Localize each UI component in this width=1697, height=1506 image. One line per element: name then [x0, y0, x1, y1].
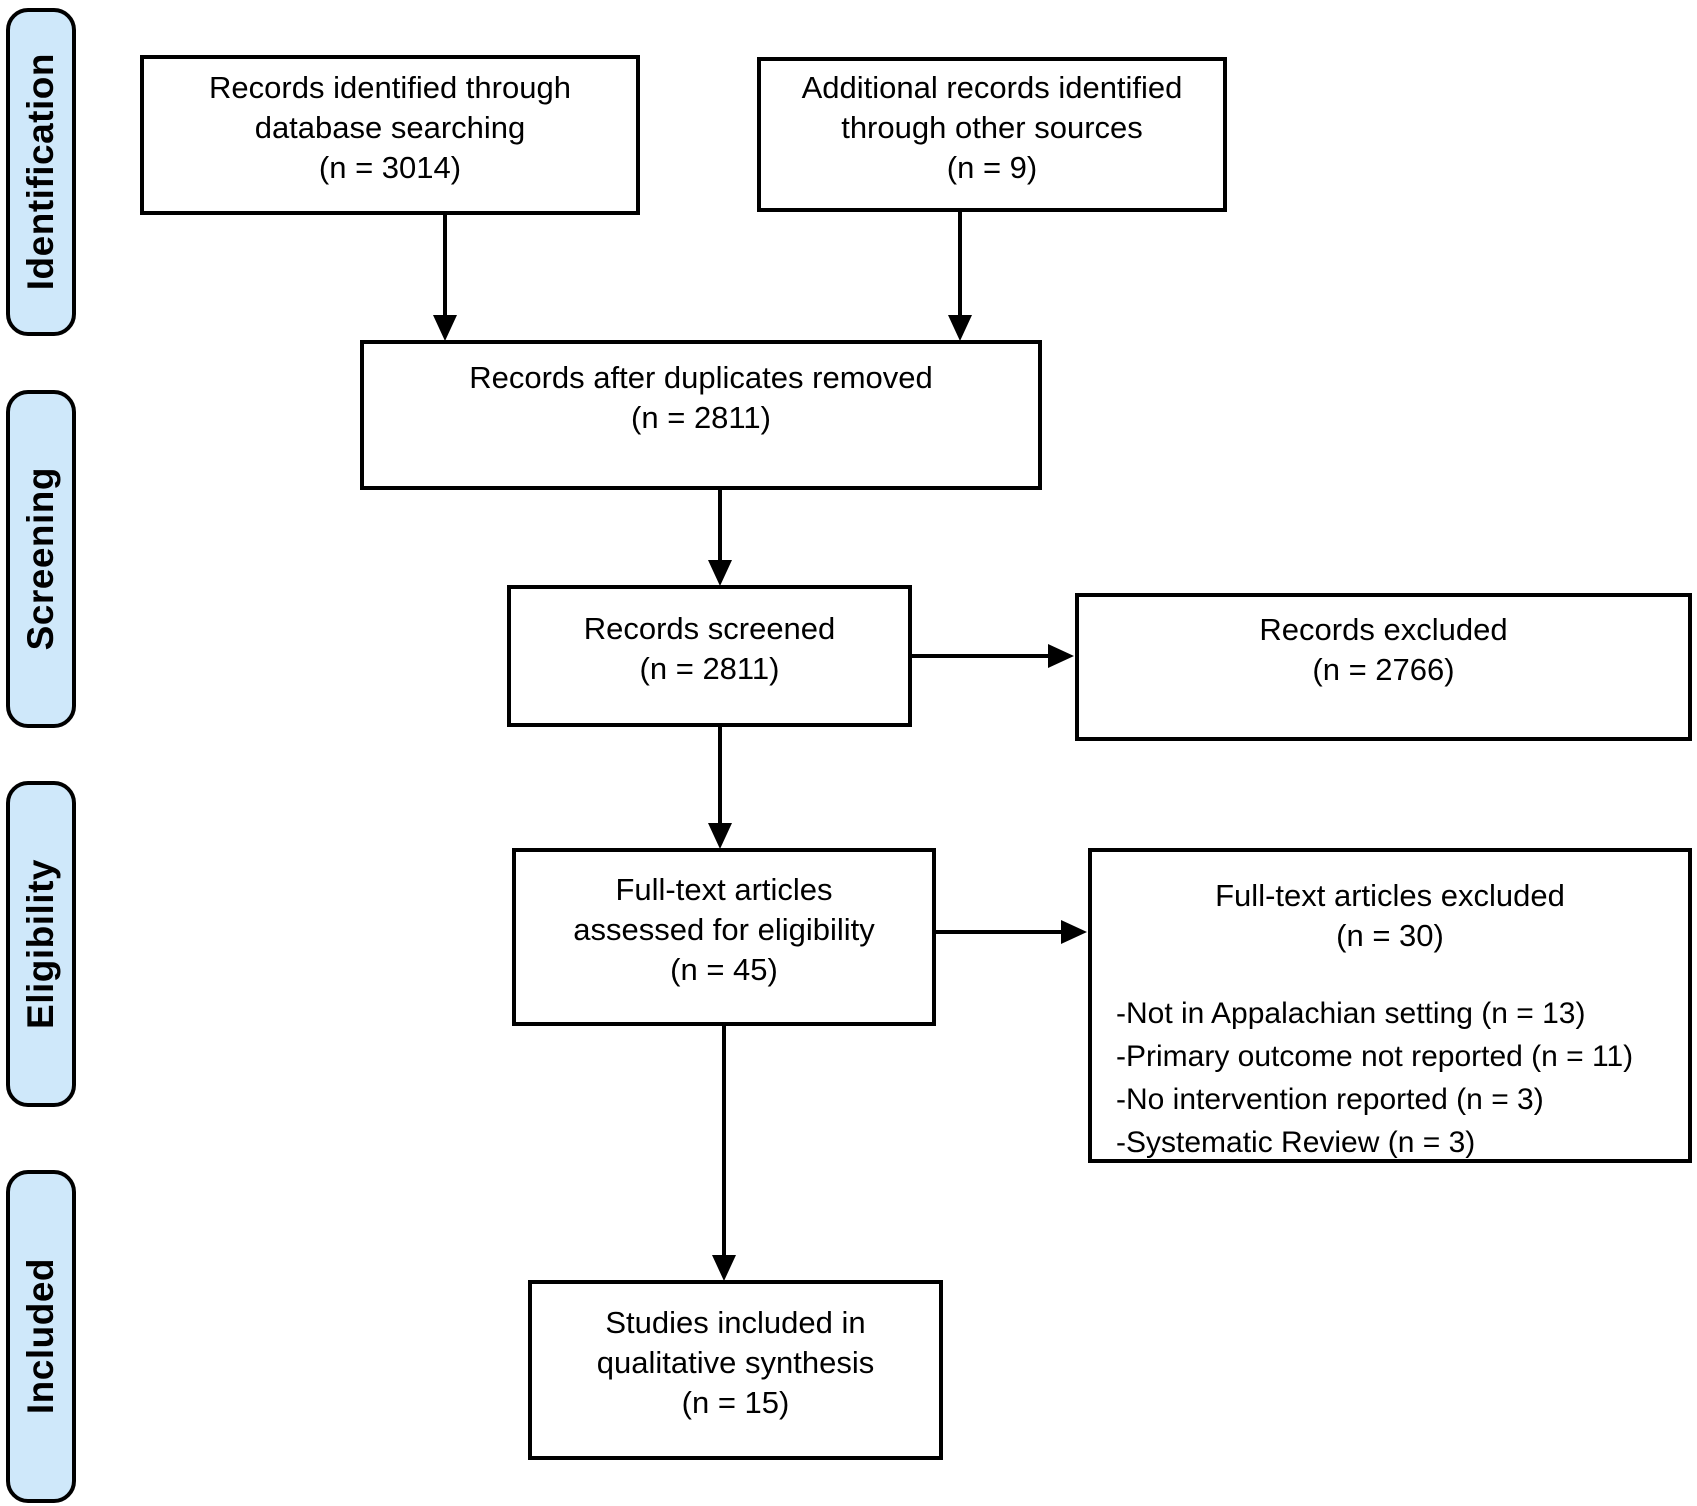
- stage-identification-label: Identification: [20, 53, 61, 291]
- stage-included: Included: [6, 1170, 76, 1503]
- box-records-identified-database-text: Records identified through database sear…: [209, 70, 571, 185]
- box-records-after-duplicates-removed: Records after duplicates removed (n = 28…: [360, 340, 1042, 490]
- box-records-screened: Records screened (n = 2811): [507, 585, 912, 727]
- excluded-reason-item: -No intervention reported (n = 3): [1116, 1083, 1544, 1116]
- box-full-text-excluded-title: Full-text articles excluded (n = 30): [1215, 878, 1565, 953]
- box-records-after-duplicates-removed-text: Records after duplicates removed (n = 28…: [469, 360, 933, 435]
- arrow-duplicates-to-screened: [708, 490, 732, 586]
- stage-eligibility-label: Eligibility: [20, 859, 61, 1029]
- arrow-screened-to-records-excluded: [912, 644, 1074, 668]
- full-text-excluded-reason-list: -Not in Appalachian setting (n = 13) -Pr…: [1092, 992, 1688, 1164]
- stage-eligibility: Eligibility: [6, 781, 76, 1107]
- arrow-other-sources-to-duplicates: [948, 212, 972, 341]
- box-records-excluded-text: Records excluded (n = 2766): [1259, 612, 1508, 687]
- stage-included-label: Included: [20, 1258, 61, 1415]
- box-full-text-assessed: Full-text articles assessed for eligibil…: [512, 848, 936, 1026]
- excluded-reason-item: -Not in Appalachian setting (n = 13): [1116, 997, 1586, 1030]
- arrow-full-text-to-included: [712, 1026, 736, 1281]
- excluded-reason-item: -Systematic Review (n = 3): [1116, 1126, 1476, 1159]
- box-full-text-assessed-text: Full-text articles assessed for eligibil…: [573, 872, 875, 987]
- arrow-database-to-duplicates: [433, 215, 457, 341]
- arrow-full-text-to-full-text-excluded: [936, 920, 1087, 944]
- box-records-excluded: Records excluded (n = 2766): [1075, 593, 1692, 741]
- excluded-reason-item: -Primary outcome not reported (n = 11): [1116, 1040, 1634, 1073]
- box-records-identified-database: Records identified through database sear…: [140, 55, 640, 215]
- box-records-screened-text: Records screened (n = 2811): [583, 611, 836, 686]
- stage-screening-label: Screening: [20, 467, 61, 651]
- stage-identification: Identification: [6, 8, 76, 336]
- box-additional-records-other-sources-text: Additional records identified through ot…: [801, 69, 1183, 185]
- stage-screening: Screening: [6, 390, 76, 728]
- box-full-text-excluded: Full-text articles excluded (n = 30) -No…: [1088, 848, 1692, 1163]
- box-studies-included-qualitative: Studies included in qualitative synthesi…: [528, 1280, 943, 1460]
- arrow-screened-to-full-text: [708, 727, 732, 849]
- box-studies-included-qualitative-text: Studies included in qualitative synthesi…: [596, 1305, 875, 1420]
- box-additional-records-other-sources: Additional records identified through ot…: [757, 57, 1227, 212]
